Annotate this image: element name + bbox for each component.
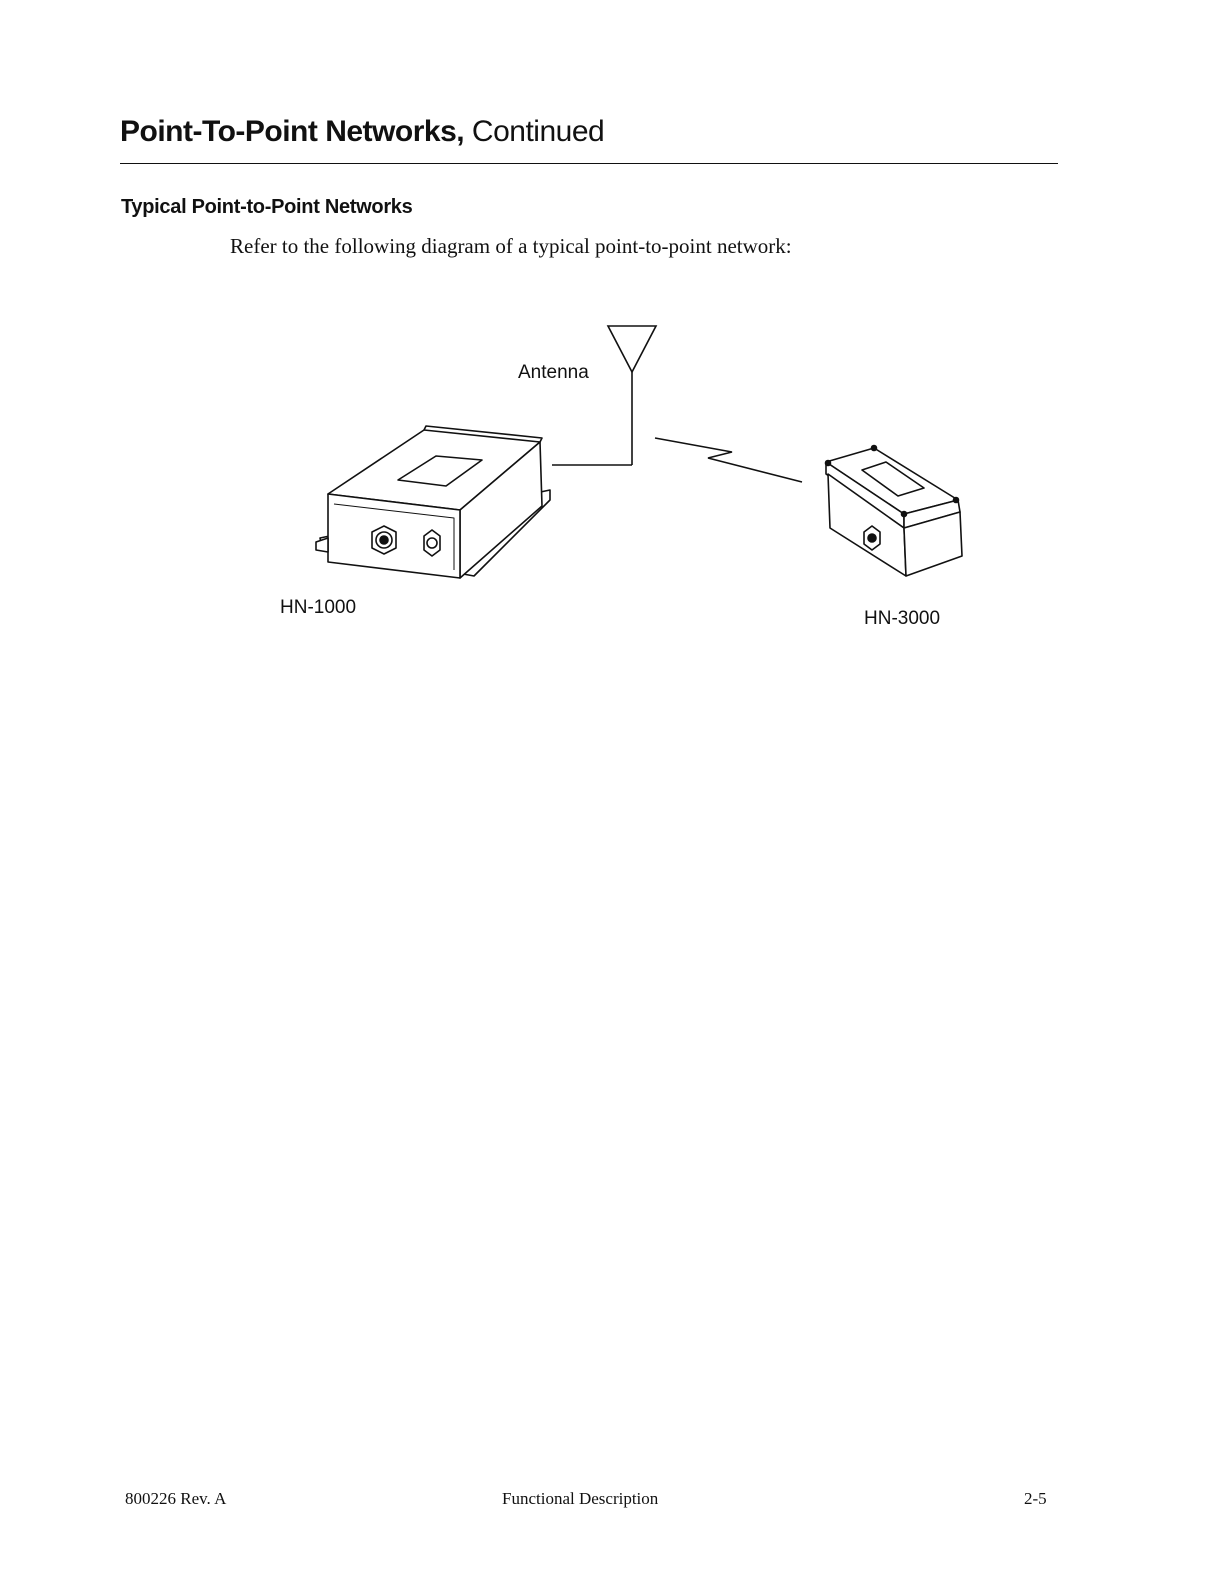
hn-1000-label: HN-1000 (280, 597, 356, 618)
page-title-main: Point-To-Point Networks, (120, 115, 464, 148)
page-title-continued: Continued (464, 115, 604, 148)
hn-3000-connector (864, 526, 880, 550)
section-heading: Typical Point-to-Point Networks (121, 194, 412, 220)
hn-3000-label: HN-3000 (864, 608, 940, 629)
antenna-icon (552, 326, 656, 465)
hn-3000-device-icon (826, 446, 963, 577)
page-title: Point-To-Point Networks, Continued (120, 112, 604, 152)
network-diagram: Antenna HN-1000 HN-3000 (250, 300, 1010, 660)
footer-chapter: Functional Description (502, 1488, 658, 1510)
intro-paragraph: Refer to the following diagram of a typi… (230, 232, 792, 260)
footer-doc-number: 800226 Rev. A (125, 1488, 226, 1510)
hn-1000-connector-large (372, 526, 396, 554)
wireless-link-icon (655, 438, 802, 482)
title-divider (120, 163, 1058, 164)
antenna-label: Antenna (518, 362, 589, 383)
hn-1000-connector-small (424, 530, 440, 556)
footer-page-number: 2-5 (1024, 1488, 1047, 1510)
network-diagram-svg: Antenna HN-1000 HN-3000 (250, 300, 1010, 660)
hn-1000-device-icon (316, 426, 550, 578)
